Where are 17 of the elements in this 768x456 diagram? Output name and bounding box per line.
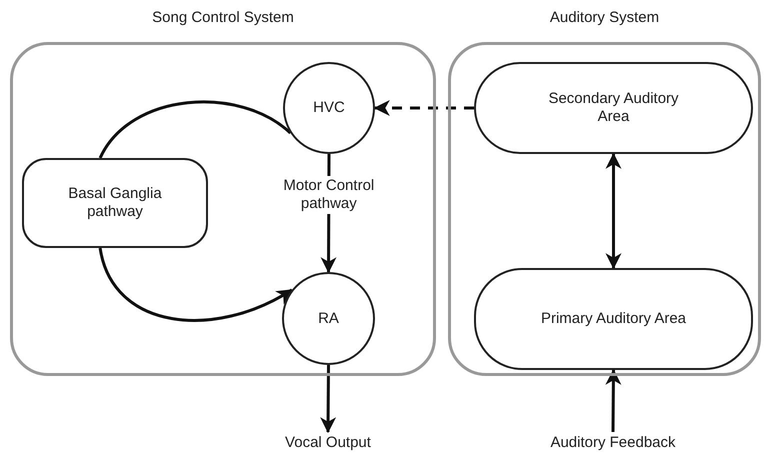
panel-heading: Auditory System xyxy=(548,9,660,27)
area-pill xyxy=(474,268,753,370)
arrow xyxy=(320,364,336,434)
arrow xyxy=(605,368,622,432)
node-label: Primary Auditory Area xyxy=(540,310,686,328)
pathway-box xyxy=(22,158,208,248)
node-label: Secondary Auditory Area xyxy=(547,90,680,126)
dashed-arrow xyxy=(374,100,474,116)
arrow xyxy=(606,152,622,270)
output-label: Vocal Output xyxy=(285,434,371,452)
node-label: RA xyxy=(318,310,339,328)
node-label: Basal Ganglia pathway xyxy=(67,185,163,221)
node-label: HVC xyxy=(313,99,345,117)
panel-heading: Song Control System xyxy=(151,9,295,27)
input-label: Auditory Feedback xyxy=(550,434,676,452)
arrow xyxy=(98,248,293,322)
connector-line xyxy=(98,100,292,159)
